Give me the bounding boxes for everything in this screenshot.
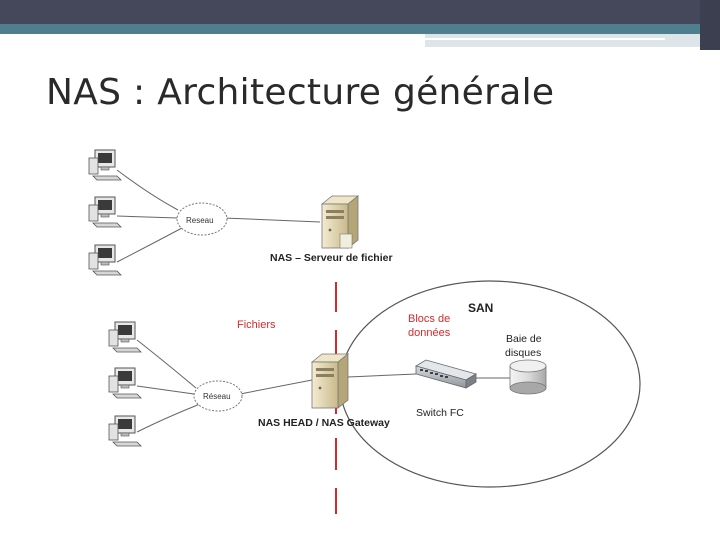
slide-title: NAS : Architecture générale [46, 72, 555, 113]
nas-server-label: NAS – Serveur de fichier [270, 252, 393, 264]
nas-server-icon [320, 195, 360, 249]
client-computer-icon [108, 321, 142, 353]
blocks-label-line1: Blocs de [408, 313, 450, 325]
client-computer-icon [88, 244, 122, 276]
switch-fc-icon [414, 359, 478, 389]
bottom-network-links [136, 339, 512, 433]
disk-array-icon [509, 359, 547, 395]
client-computer-icon [88, 149, 122, 181]
network-cloud-icon [176, 202, 228, 236]
blocks-label-line2: données [408, 327, 451, 339]
nas-head-label: NAS HEAD / NAS Gateway [258, 417, 390, 429]
slide-header-stripe-light [425, 34, 700, 47]
slide-header-bar [0, 0, 720, 24]
files-label: Fichiers [237, 319, 276, 331]
switch-label: Switch FC [416, 407, 464, 419]
network-label-bottom: Réseau [203, 392, 231, 401]
nas-head-server-icon [310, 353, 350, 409]
slide-header-stripe-line [425, 38, 665, 40]
san-label: SAN [468, 301, 493, 315]
disk-label-line1: Baie de [506, 333, 542, 345]
top-network-links [116, 169, 321, 263]
client-computer-icon [108, 415, 142, 447]
slide-header-corner [700, 0, 720, 50]
network-label-top: Reseau [186, 216, 214, 225]
client-computer-icon [88, 196, 122, 228]
client-computer-icon [108, 367, 142, 399]
network-cloud-icon [193, 380, 243, 412]
disk-label-line2: disques [505, 347, 541, 359]
slide-header-stripe [0, 24, 700, 34]
